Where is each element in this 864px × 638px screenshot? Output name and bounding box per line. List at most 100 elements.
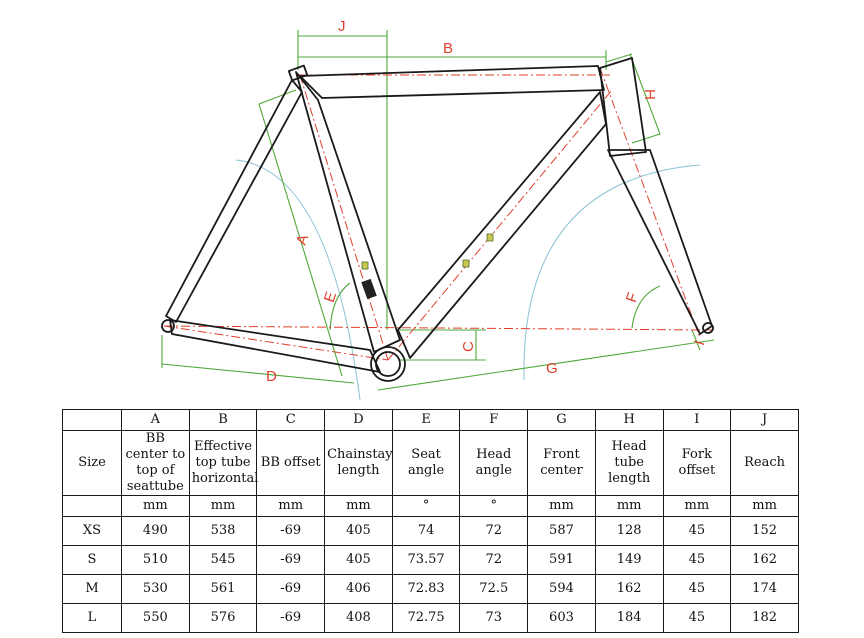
col-letter: B — [188, 409, 258, 431]
value-cell: 538 — [188, 516, 258, 546]
value-cell: 174 — [730, 574, 799, 604]
col-letter: J — [730, 409, 799, 431]
col-unit: mm — [121, 495, 190, 517]
col-unit: mm — [594, 495, 664, 517]
bottom-bracket-inner — [375, 351, 401, 377]
seat-stay — [165, 79, 303, 323]
value-cell: 45 — [662, 574, 732, 604]
down-tube — [397, 91, 607, 359]
col-name: Front center — [527, 430, 596, 496]
col-name: Head angle — [459, 430, 529, 496]
value-cell: 182 — [730, 603, 799, 633]
value-cell: 576 — [188, 603, 258, 633]
value-cell: 72 — [459, 545, 529, 575]
value-cell: 405 — [324, 516, 393, 546]
col-letter: I — [662, 409, 732, 431]
dim-label-d: D — [266, 368, 277, 385]
col-letter: H — [594, 409, 664, 431]
dim-line-h-t2 — [631, 133, 661, 144]
value-cell: 490 — [121, 516, 190, 546]
value-cell: 73.57 — [391, 545, 461, 575]
dim-line-d — [161, 363, 355, 384]
size-header: Size — [62, 430, 122, 496]
col-name: Head tube length — [594, 430, 664, 496]
value-cell: 45 — [662, 603, 732, 633]
dim-label-h: H — [641, 89, 658, 100]
bottle-boss — [462, 259, 470, 268]
value-cell: 72.5 — [459, 574, 529, 604]
dim-label-a: A — [293, 232, 312, 247]
col-unit: mm — [256, 495, 326, 517]
col-name: Seat angle — [391, 430, 461, 496]
seat-angle-arc — [235, 159, 361, 401]
dim-label-i: I — [691, 338, 708, 347]
table-row: M 530 561 -69 406 72.83 72.5 594 162 45 … — [62, 574, 799, 604]
value-cell: 510 — [121, 545, 190, 575]
value-cell: 550 — [121, 603, 190, 633]
value-cell: 184 — [594, 603, 664, 633]
centerline-seattube — [299, 74, 389, 361]
bottom-bracket — [370, 346, 406, 382]
head-tube — [599, 57, 647, 157]
dim-line-i — [691, 329, 701, 351]
value-cell: 74 — [391, 516, 461, 546]
col-unit: ° — [459, 495, 529, 517]
value-cell: 545 — [188, 545, 258, 575]
centerline-downtube — [387, 89, 613, 361]
value-cell: 587 — [527, 516, 596, 546]
size-cell: M — [62, 574, 122, 604]
col-letter: G — [527, 409, 596, 431]
dim-label-e: E — [321, 290, 340, 305]
dim-label-g: G — [546, 360, 558, 377]
value-cell: 406 — [324, 574, 393, 604]
value-cell: -69 — [256, 516, 326, 546]
dim-label-b: B — [443, 40, 453, 57]
dim-line-a — [258, 103, 343, 377]
geometry-table: A B C D E F G H I J Size BB center to to… — [62, 409, 799, 633]
value-cell: -69 — [256, 574, 326, 604]
value-cell: 45 — [662, 516, 732, 546]
value-cell: 149 — [594, 545, 664, 575]
col-unit: mm — [527, 495, 596, 517]
head-angle-mark — [631, 285, 661, 329]
seat-tube — [295, 71, 401, 353]
dim-label-c: C — [460, 341, 477, 352]
value-cell: 162 — [594, 574, 664, 604]
col-letter: F — [459, 409, 529, 431]
value-cell: 72.83 — [391, 574, 461, 604]
col-name: Reach — [730, 430, 799, 496]
fork-blade — [607, 149, 713, 335]
value-cell: 530 — [121, 574, 190, 604]
value-cell: 591 — [527, 545, 596, 575]
col-letter: A — [121, 409, 190, 431]
value-cell: 162 — [730, 545, 799, 575]
dim-line-h-t1 — [605, 53, 633, 63]
centerline-head — [599, 67, 701, 339]
front-dropout — [702, 322, 714, 334]
value-cell: 72.75 — [391, 603, 461, 633]
value-cell: 594 — [527, 574, 596, 604]
value-cell: 72 — [459, 516, 529, 546]
seat-angle-mark — [329, 282, 351, 331]
col-unit: ° — [391, 495, 461, 517]
value-cell: -69 — [256, 603, 326, 633]
bottle-boss — [486, 233, 494, 242]
value-cell: 561 — [188, 574, 258, 604]
bottle-boss — [361, 261, 369, 270]
col-name: Chainstay length — [324, 430, 393, 496]
centerline-chainstay — [163, 325, 389, 361]
front-derailleur-mount — [361, 278, 377, 300]
front-wheel-arc — [523, 164, 701, 381]
col-letter: D — [324, 409, 393, 431]
col-letter: E — [391, 409, 461, 431]
dim-label-j: J — [338, 18, 346, 35]
col-name: Fork offset — [662, 430, 732, 496]
size-cell: L — [62, 603, 122, 633]
top-tube — [299, 65, 605, 99]
value-cell: 405 — [324, 545, 393, 575]
chain-stay — [169, 319, 381, 373]
rear-dropout — [161, 319, 175, 333]
value-cell: -69 — [256, 545, 326, 575]
table-row: S 510 545 -69 405 73.57 72 591 149 45 16… — [62, 545, 799, 575]
table-row: XS 490 538 -69 405 74 72 587 128 45 152 — [62, 516, 799, 546]
